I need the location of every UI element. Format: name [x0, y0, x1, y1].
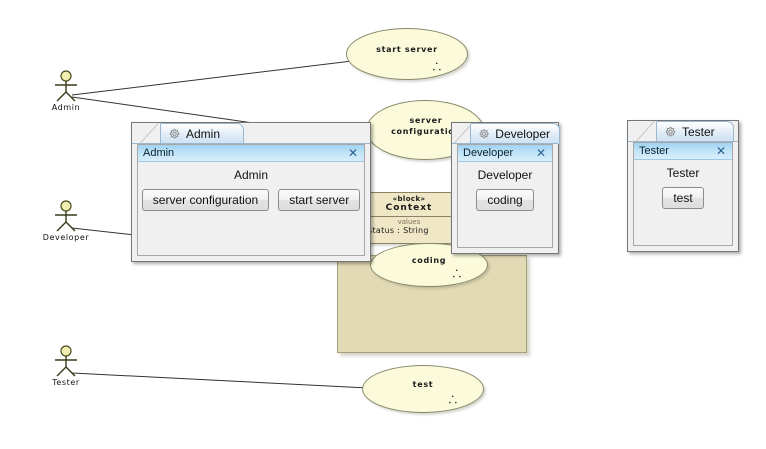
- tab-leader: [634, 121, 656, 142]
- window-heading: Developer: [477, 168, 533, 182]
- close-icon[interactable]: ✕: [347, 146, 358, 160]
- tabstrip-admin: Admin: [132, 122, 370, 144]
- tabstrip-developer: Developer: [452, 122, 560, 144]
- window-title: Admin: [143, 147, 175, 159]
- tabstrip-tester: Tester: [628, 120, 738, 142]
- tab-label: Developer: [495, 127, 550, 141]
- use-case-stereotype-icon: ⸫: [432, 62, 441, 73]
- button-row: server configuration start server: [138, 182, 364, 211]
- use-case-label: coding: [411, 256, 447, 265]
- use-case-stereotype-icon: ⸫: [448, 395, 457, 406]
- window-body-admin: Admin server configuration start server: [138, 163, 364, 255]
- tab-tester[interactable]: Tester: [656, 121, 734, 142]
- window-heading: Tester: [666, 166, 700, 180]
- context-block-property: status : String: [368, 226, 429, 235]
- context-block-compartment-title: values: [397, 218, 421, 226]
- window-title: Developer: [463, 147, 514, 159]
- close-icon[interactable]: ✕: [715, 144, 726, 158]
- context-block-separator: [364, 216, 454, 217]
- use-case-start-server: start server ⸫: [346, 28, 468, 80]
- close-icon[interactable]: ✕: [535, 146, 546, 160]
- window-frame-tester: Tester ✕ Tester test: [633, 142, 733, 246]
- use-case-stereotype-icon: ⸫: [452, 269, 461, 280]
- actor-admin: Admin: [36, 70, 96, 112]
- gear-icon: [665, 126, 676, 137]
- gear-icon: [479, 128, 490, 139]
- actor-stick-figure-icon: [55, 70, 77, 102]
- actor-stick-figure-icon: [55, 200, 77, 232]
- tab-label: Tester: [682, 125, 715, 139]
- context-block: «block» Context values status : String: [363, 192, 455, 244]
- use-case-label: test: [412, 380, 434, 389]
- actor-label: Developer: [42, 233, 90, 242]
- actor-label: Tester: [52, 378, 80, 387]
- window-heading: Admin: [233, 168, 268, 182]
- window-title: Tester: [639, 145, 669, 157]
- actor-stick-figure-icon: [55, 345, 77, 377]
- server-configuration-button[interactable]: server configuration: [141, 189, 270, 211]
- use-case-label: start server: [376, 45, 438, 54]
- tab-label: Admin: [186, 127, 221, 141]
- actor-developer: Developer: [36, 200, 96, 242]
- start-server-button[interactable]: start server: [278, 189, 361, 211]
- titlebar-developer[interactable]: Developer ✕: [458, 145, 552, 162]
- actor-label: Admin: [51, 103, 81, 112]
- coding-button[interactable]: coding: [476, 189, 534, 211]
- actor-tester: Tester: [36, 345, 96, 387]
- button-row: coding: [458, 182, 552, 211]
- connector-admin-start-server: [71, 60, 353, 96]
- titlebar-admin[interactable]: Admin ✕: [138, 145, 364, 162]
- context-block-name: Context: [385, 203, 433, 213]
- tab-admin[interactable]: Admin: [160, 123, 244, 144]
- test-button[interactable]: test: [662, 187, 704, 209]
- window-frame-admin: Admin ✕ Admin server configuration start ser…: [137, 144, 365, 256]
- window-body-developer: Developer coding: [458, 163, 552, 247]
- tab-leader: [138, 123, 160, 144]
- button-row: test: [634, 180, 732, 209]
- connector-tester-test: [71, 372, 369, 389]
- window-body-tester: Tester test: [634, 161, 732, 245]
- gear-icon: [169, 128, 180, 139]
- tab-developer[interactable]: Developer: [470, 123, 560, 144]
- context-block-stereotype: «block»: [392, 195, 426, 203]
- context-block-header: «block» Context: [364, 193, 454, 213]
- use-case-test: test ⸫: [362, 365, 484, 413]
- titlebar-tester[interactable]: Tester ✕: [634, 143, 732, 160]
